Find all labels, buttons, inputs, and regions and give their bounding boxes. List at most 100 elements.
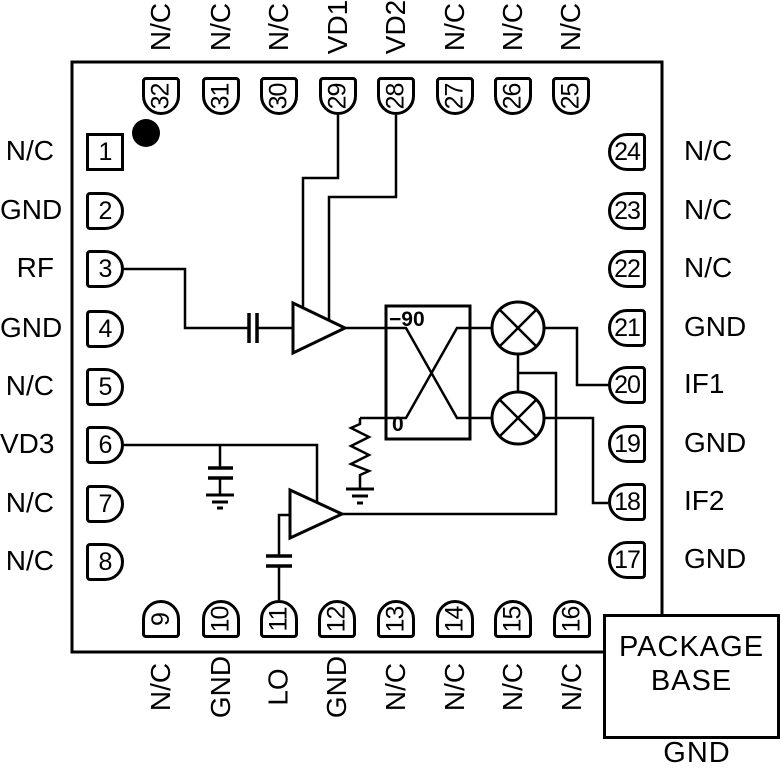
pin-25-label-text: N/C — [554, 2, 586, 52]
rf-amplifier-icon — [291, 300, 349, 356]
pin-9: 9 — [142, 600, 180, 638]
pin-8-number: 8 — [98, 547, 113, 576]
pin-26-label: N/C — [481, 0, 545, 58]
capacitor-icon-vd3 — [208, 466, 233, 480]
pin-8: 8 — [86, 543, 124, 581]
pin-31: 31 — [202, 77, 240, 115]
vd2-supply-wire — [327, 115, 398, 321]
pin-14: 14 — [436, 600, 474, 638]
hybrid-port-minus90-label: −90 — [389, 308, 425, 331]
pin-29-label: VD1 — [306, 0, 370, 58]
package-base-line2: BASE — [650, 665, 733, 697]
pin-26-label-text: N/C — [496, 2, 528, 52]
resistor-icon — [347, 418, 373, 489]
pin-17-label: GND — [684, 543, 747, 574]
pin-12-label: GND — [305, 652, 369, 722]
pin-32: 32 — [142, 77, 180, 115]
pin-30-number: 30 — [264, 83, 293, 109]
if1-output-wire — [544, 326, 608, 387]
pin-28-label: VD2 — [364, 0, 428, 58]
pin-4-number: 4 — [98, 314, 113, 343]
capacitor-icon-lo — [266, 554, 292, 568]
pin-23-number: 23 — [614, 196, 641, 225]
pin-32-number: 32 — [146, 83, 175, 109]
pin-2-label: GND — [0, 194, 63, 225]
pin-20-number: 20 — [614, 370, 641, 399]
pin-21: 21 — [608, 309, 646, 347]
pin-5-label: N/C — [5, 370, 54, 401]
pin-31-number: 31 — [206, 83, 235, 109]
pin-2-number: 2 — [98, 196, 113, 225]
pin-29-label-text: VD1 — [322, 0, 353, 55]
pin-32-label: N/C — [129, 0, 193, 58]
pin-1-number: 1 — [98, 137, 113, 166]
pin-14-label: N/C — [423, 652, 487, 722]
mixer-icon-bottom — [490, 390, 546, 446]
pin-16: 16 — [553, 600, 591, 638]
wires — [124, 115, 608, 600]
pin-27-label-text: N/C — [438, 2, 470, 52]
pin-4: 4 — [86, 310, 124, 348]
pin-16-number: 16 — [557, 606, 586, 632]
pin-11-label-text: LO — [262, 668, 294, 706]
pin-11-number: 11 — [264, 607, 293, 631]
pin-9-label: N/C — [129, 652, 193, 722]
pin-30-label: N/C — [247, 0, 311, 58]
pin-26: 26 — [494, 77, 532, 115]
pin-22: 22 — [608, 250, 646, 288]
pin-25-number: 25 — [556, 83, 585, 109]
pin-12: 12 — [318, 600, 356, 638]
pin-4-label: GND — [0, 312, 63, 343]
pin-14-label-text: N/C — [438, 662, 470, 712]
pin-12-number: 12 — [322, 606, 351, 632]
pin-19-number: 19 — [614, 429, 641, 458]
pin-13-label-text: N/C — [379, 662, 411, 712]
pin-7-number: 7 — [98, 489, 113, 518]
pin-18-label: IF2 — [684, 485, 725, 516]
mixer-icon-top — [490, 300, 546, 356]
capacitor-icon-rf — [247, 313, 259, 343]
pin-19: 19 — [608, 425, 646, 463]
pin-3-number: 3 — [98, 254, 113, 283]
vd1-supply-wire — [301, 115, 340, 309]
pin-21-number: 21 — [614, 313, 641, 342]
pin-6-label: VD3 — [0, 428, 55, 459]
pin-10-label: GND — [189, 652, 253, 722]
pin-11: 11 — [260, 600, 298, 638]
pin-30: 30 — [260, 77, 298, 115]
pin-22-number: 22 — [614, 254, 641, 283]
pin-17: 17 — [608, 541, 646, 579]
rf-input-wire — [124, 267, 249, 330]
pin-10: 10 — [202, 600, 240, 638]
pin-15: 15 — [494, 600, 532, 638]
pin-29: 29 — [319, 77, 357, 115]
pin-1: 1 — [86, 133, 124, 171]
pin-13-label: N/C — [364, 652, 428, 722]
if2-output-wire — [544, 416, 608, 505]
pin-9-label-text: N/C — [144, 662, 176, 712]
pin-30-label-text: N/C — [262, 2, 294, 52]
ground-icon-resistor — [346, 487, 374, 505]
pin-10-number: 10 — [206, 606, 235, 632]
pin-28-number: 28 — [381, 83, 410, 109]
pin-27-label: N/C — [423, 0, 487, 58]
pin-2: 2 — [86, 192, 124, 230]
pin-25: 25 — [552, 77, 590, 115]
pin-25-label: N/C — [539, 0, 603, 58]
pin-18-number: 18 — [614, 487, 641, 516]
pin-7: 7 — [86, 485, 124, 523]
pin-16-label-text: N/C — [555, 662, 587, 712]
pin-18: 18 — [608, 483, 646, 521]
pin-1-label: N/C — [5, 135, 54, 166]
pin-8-label: N/C — [5, 545, 54, 576]
pin-24: 24 — [608, 133, 646, 171]
pin-19-label: GND — [684, 427, 747, 458]
quadrature-hybrid-icon — [384, 304, 472, 441]
hybrid-port-0-label: 0 — [392, 413, 404, 436]
pin-31-label-text: N/C — [204, 2, 236, 52]
package-base-gnd-label: GND — [663, 737, 731, 769]
pin-14-number: 14 — [440, 606, 469, 632]
pin-16-label: N/C — [540, 652, 604, 722]
pin-12-label-text: GND — [320, 655, 352, 719]
lo-input-lead-top — [277, 513, 290, 555]
